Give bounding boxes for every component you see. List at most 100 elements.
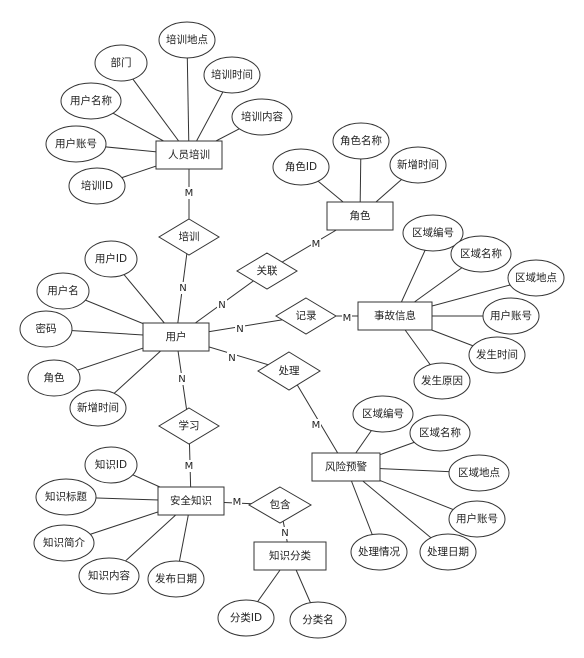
entity-fengxianyujing[interactable]: 风险预警: [311, 452, 381, 482]
cardinality-label: N: [228, 353, 235, 364]
attribute-a-aq-faburiqi[interactable]: 发布日期: [147, 560, 205, 598]
attribute-label: 知识内容: [88, 569, 130, 582]
attribute-a-aq-zhishibiaoti[interactable]: 知识标题: [35, 478, 97, 516]
connector-line: [186, 39, 190, 156]
relationship-label: 培训: [179, 230, 200, 243]
attribute-a-rp-bumen[interactable]: 部门: [94, 44, 148, 82]
cardinality-backing: [177, 373, 187, 385]
entity-juese[interactable]: 角色: [326, 201, 394, 231]
cardinality-c9: N: [177, 373, 187, 385]
attribute-a-rp-peixundidian[interactable]: 培训地点: [158, 21, 216, 59]
cardinality-backing: [232, 496, 242, 508]
cardinality-c2: N: [178, 282, 188, 294]
relationship-guanlian[interactable]: 关联: [236, 252, 298, 290]
cardinality-c1: M: [184, 187, 194, 199]
attribute-ellipse: [60, 82, 122, 120]
attribute-ellipse: [217, 599, 275, 637]
entity-label: 人员培训: [168, 148, 210, 161]
attribute-a-rp-yonghumingcheng[interactable]: 用户名称: [60, 82, 122, 120]
relationship-xuexi[interactable]: 学习: [158, 407, 220, 445]
attribute-ellipse: [33, 524, 95, 562]
entity-box: [311, 452, 381, 482]
attribute-a-yh-xinzengshijian[interactable]: 新增时间: [69, 389, 127, 427]
attribute-a-rp-peixunid[interactable]: 培训ID: [68, 167, 126, 205]
attribute-label: 区域名称: [460, 247, 502, 260]
relationship-baohan[interactable]: 包含: [248, 486, 312, 524]
attribute-ellipse: [36, 272, 90, 310]
entity-box: [157, 486, 225, 516]
attribute-a-sg-yonghuzhanghao[interactable]: 用户账号: [482, 297, 540, 335]
relationship-diamond: [248, 486, 312, 524]
attribute-a-fx-quyudidian[interactable]: 区域地点: [448, 454, 510, 492]
attribute-a-zf-fenleiid[interactable]: 分类ID: [217, 599, 275, 637]
attribute-ellipse: [289, 601, 347, 639]
attribute-label: 区域编号: [362, 407, 404, 420]
cardinality-label: N: [281, 528, 288, 539]
attribute-a-aq-zhishiid[interactable]: 知识ID: [84, 446, 138, 484]
attribute-a-zf-fenleiming[interactable]: 分类名: [289, 601, 347, 639]
attribute-label: 角色ID: [285, 160, 317, 173]
attribute-ellipse: [68, 167, 126, 205]
attribute-ellipse: [27, 359, 81, 397]
attribute-ellipse: [350, 533, 408, 571]
relationship-diamond: [158, 407, 220, 445]
cardinality-c3: M: [311, 238, 321, 250]
entity-zhishifenlei[interactable]: 知识分类: [253, 541, 327, 571]
attribute-label: 培训内容: [241, 110, 283, 123]
entity-renyuanpeixun[interactable]: 人员培训: [155, 140, 223, 170]
attribute-ellipse: [203, 56, 261, 94]
attribute-a-yh-yonghuming[interactable]: 用户名: [36, 272, 90, 310]
entity-yonghu[interactable]: 用户: [142, 322, 210, 352]
attribute-ellipse: [19, 310, 73, 348]
attribute-a-rp-yonghuzhanghao[interactable]: 用户账号: [45, 125, 107, 163]
cardinality-backing: [235, 323, 245, 335]
attribute-a-js-xinzengshijian[interactable]: 新增时间: [389, 146, 447, 184]
attribute-ellipse: [94, 44, 148, 82]
attribute-ellipse: [231, 98, 293, 136]
attribute-a-aq-zhishineirong[interactable]: 知识内容: [78, 557, 140, 595]
attribute-a-sg-fashengshijian[interactable]: 发生时间: [468, 336, 526, 374]
attribute-a-yh-yonghuid[interactable]: 用户ID: [84, 240, 138, 278]
attribute-a-fx-quyubianhao[interactable]: 区域编号: [352, 395, 414, 433]
attribute-a-sg-fashengyuanyin[interactable]: 发生原因: [413, 362, 471, 400]
attribute-a-sg-quyudidian[interactable]: 区域地点: [507, 259, 565, 297]
cardinality-label: M: [312, 420, 321, 431]
attribute-a-sg-quyubianhao[interactable]: 区域编号: [402, 214, 464, 252]
attribute-a-sg-quyumingcheng[interactable]: 区域名称: [450, 235, 512, 273]
attribute-ellipse: [450, 235, 512, 273]
attribute-label: 用户账号: [55, 137, 97, 150]
relationship-jilu[interactable]: 记录: [275, 297, 337, 335]
attribute-label: 新增时间: [77, 401, 119, 414]
attribute-ellipse: [35, 478, 97, 516]
relationship-diamond: [275, 297, 337, 335]
relationship-chuli[interactable]: 处理: [257, 351, 321, 391]
entity-label: 风险预警: [325, 460, 367, 473]
attribute-a-fx-chuliriqi[interactable]: 处理日期: [419, 533, 477, 571]
attribute-a-aq-zhishijianjie[interactable]: 知识简介: [33, 524, 95, 562]
entity-shiguxinxi[interactable]: 事故信息: [357, 301, 433, 331]
entity-label: 事故信息: [374, 309, 416, 322]
attribute-a-fx-quyumingcheng[interactable]: 区域名称: [409, 414, 471, 452]
attribute-a-yh-mima[interactable]: 密码: [19, 310, 73, 348]
attribute-label: 分类ID: [230, 611, 262, 624]
attribute-ellipse: [332, 122, 390, 160]
attribute-a-fx-chuliqingkuang[interactable]: 处理情况: [350, 533, 408, 571]
attribute-a-rp-peixunneirong[interactable]: 培训内容: [231, 98, 293, 136]
attribute-ellipse: [84, 240, 138, 278]
relationship-peixun[interactable]: 培训: [158, 218, 220, 256]
cardinality-label: N: [236, 324, 243, 335]
attribute-a-yh-juese[interactable]: 角色: [27, 359, 81, 397]
attribute-a-fx-yonghuzhanghao[interactable]: 用户账号: [448, 500, 506, 538]
attribute-label: 知识简介: [43, 536, 85, 549]
attribute-label: 发生时间: [476, 348, 518, 361]
entity-anquanzhishi[interactable]: 安全知识: [157, 486, 225, 516]
entity-box: [326, 201, 394, 231]
attribute-a-js-jueseid[interactable]: 角色ID: [272, 148, 330, 186]
attribute-a-js-juesemingcheng[interactable]: 角色名称: [332, 122, 390, 160]
attribute-label: 区域地点: [458, 466, 500, 479]
relationship-label: 包含: [270, 498, 291, 511]
attribute-a-rp-peixunshijian[interactable]: 培训时间: [203, 56, 261, 94]
attribute-ellipse: [413, 362, 471, 400]
attribute-label: 发生原因: [421, 374, 463, 387]
entity-box: [357, 301, 433, 331]
